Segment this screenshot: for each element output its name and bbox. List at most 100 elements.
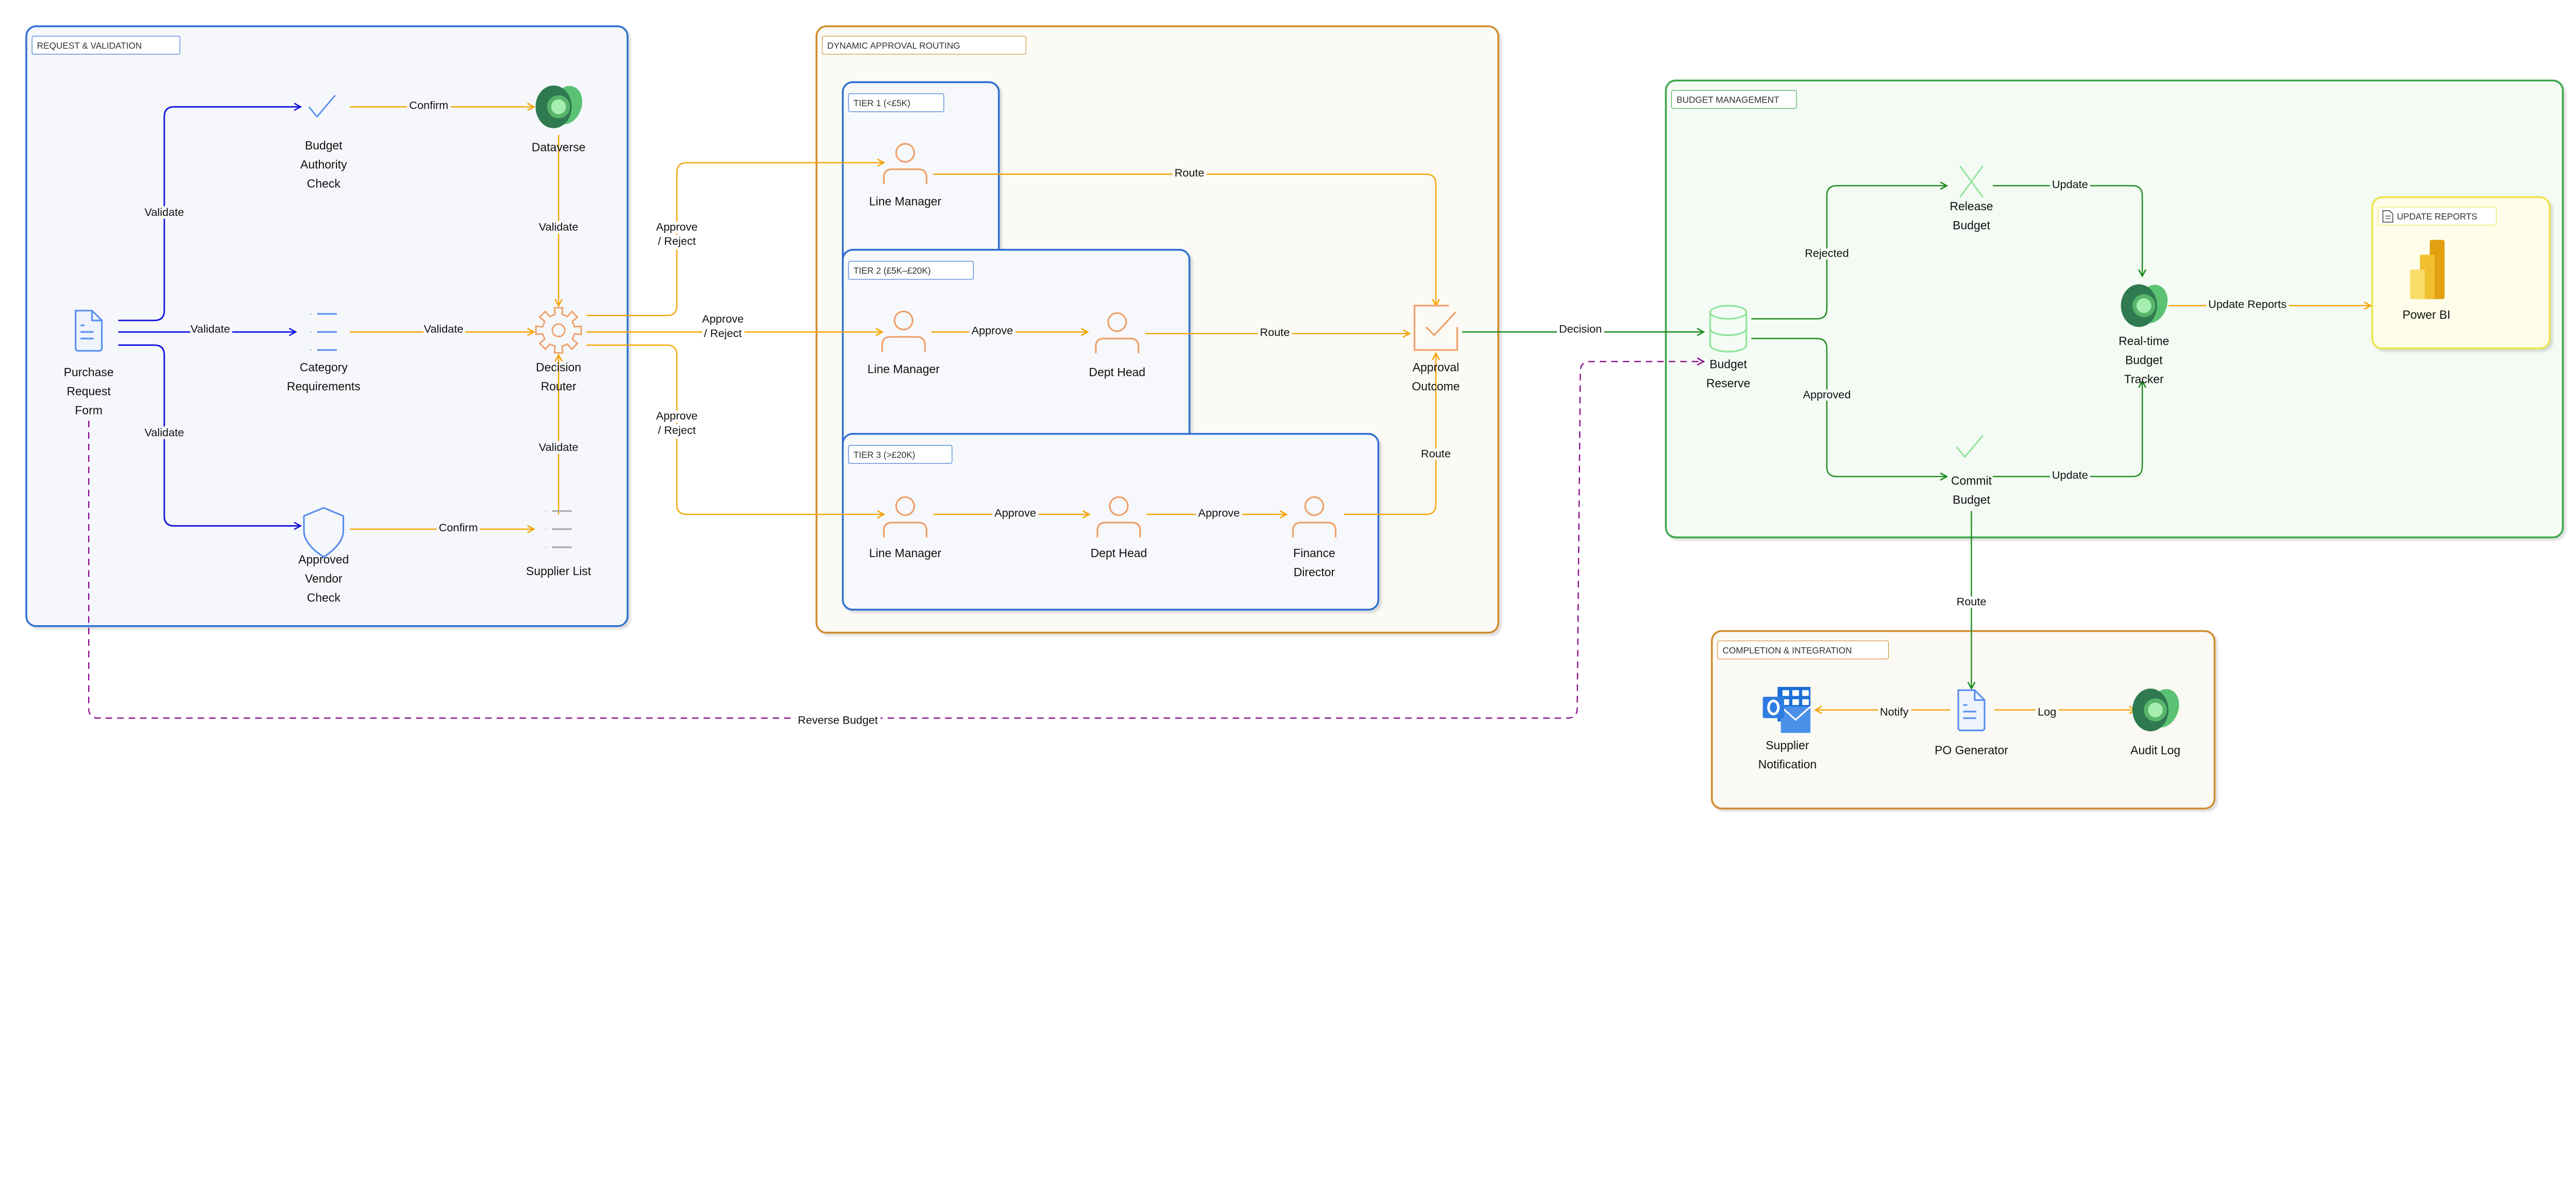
person-icon	[1292, 496, 1337, 538]
arrowhead-icon	[877, 510, 886, 519]
node-label: Reserve	[1706, 376, 1750, 390]
edge-line[interactable]	[1992, 185, 2143, 276]
checkbox-icon	[1413, 305, 1459, 351]
edge-label: Decision	[1556, 320, 1604, 338]
node-label: Line Manager	[869, 546, 942, 560]
edge-label: Route	[1172, 163, 1207, 182]
node-tier2-line-manager[interactable]: Line Manager	[868, 310, 940, 376]
node-tier1-line-manager[interactable]: Line Manager	[869, 143, 942, 208]
edge-category-requirements-to-decision-router[interactable]	[350, 328, 536, 337]
edge-line[interactable]	[1344, 353, 1437, 515]
edge-commit-budget-to-po-generator[interactable]	[1967, 511, 1976, 690]
edge-line[interactable]	[1751, 185, 1947, 320]
node-power-bi[interactable]: Power BI	[2402, 240, 2450, 322]
edge-label-text: Approve	[702, 312, 744, 325]
edge-label-text: / Reject	[658, 234, 696, 247]
edge-line[interactable]	[88, 361, 1704, 719]
node-tier3-line-manager[interactable]: Line Manager	[869, 496, 942, 560]
group-container	[25, 25, 629, 627]
node-dataverse[interactable]: Dataverse	[532, 81, 587, 154]
edge-realtime-budget-tracker-to-power-bi[interactable]	[2168, 301, 2372, 310]
edge-line[interactable]	[118, 344, 301, 527]
arrowhead-icon	[554, 354, 563, 362]
node-label: Commit	[1951, 474, 1992, 488]
edge-purchase-request-form-to-budget-reserve[interactable]	[88, 357, 1705, 719]
document-icon	[2382, 210, 2394, 223]
person-icon	[883, 143, 928, 184]
edge-release-budget-to-realtime-budget-tracker[interactable]	[1992, 185, 2147, 278]
edge-label: Validate	[536, 438, 581, 456]
edge-label-text: Update	[2052, 178, 2088, 191]
edge-decision-router-to-tier1-line-manager[interactable]	[586, 158, 886, 316]
checkmark-icon	[308, 95, 336, 118]
node-label: Check	[307, 591, 341, 605]
dataverse-icon	[2132, 689, 2179, 731]
node-po-generator[interactable]: PO Generator	[1935, 689, 2008, 757]
edge-label: Validate	[421, 320, 466, 338]
arrowhead-icon	[1697, 328, 1705, 337]
node-audit-log[interactable]: Audit Log	[2130, 685, 2184, 757]
group-request-validation: REQUEST & VALIDATION	[25, 25, 629, 627]
node-tier3-dept-head[interactable]: Dept Head	[1091, 496, 1147, 560]
edge-line[interactable]	[586, 344, 884, 515]
edge-label-text: / Reject	[658, 424, 696, 436]
node-tier2-dept-head[interactable]: Dept Head	[1089, 312, 1146, 379]
edge-commit-budget-to-realtime-budget-tracker[interactable]	[1992, 380, 2147, 477]
group-label: BUDGET MANAGEMENT	[1676, 95, 1780, 105]
edge-purchase-request-form-to-budget-authority-check[interactable]	[118, 103, 302, 322]
edge-purchase-request-form-to-approved-vendor-check[interactable]	[118, 344, 302, 530]
arrowhead-icon	[1940, 181, 1948, 190]
node-label: Check	[307, 177, 341, 190]
edge-purchase-request-form-to-category-requirements[interactable]	[118, 328, 297, 337]
edge-supplier-list-to-decision-router[interactable]	[554, 354, 563, 515]
node-label: Router	[541, 380, 577, 393]
edge-line[interactable]	[1751, 338, 1947, 477]
edge-dataverse-to-decision-router[interactable]	[554, 135, 563, 307]
node-label: Notification	[1758, 758, 1817, 771]
edge-label: Approve/ Reject	[653, 407, 701, 440]
person-icon	[883, 496, 928, 538]
edge-tier3-finance-director-to-approval-outcome[interactable]	[1344, 351, 1440, 515]
arrowhead-icon	[1080, 328, 1089, 337]
powerbi-icon	[2410, 240, 2445, 299]
edge-decision-router-to-tier2-line-manager[interactable]	[586, 328, 884, 337]
edge-line[interactable]	[118, 106, 301, 322]
node-label: Budget	[305, 139, 343, 152]
edge-tier2-dept-head-to-approval-outcome[interactable]	[1145, 329, 1411, 338]
edge-line[interactable]	[586, 162, 884, 316]
node-supplier-list[interactable]: Supplier List	[526, 510, 591, 578]
edge-approved-vendor-check-to-supplier-list[interactable]	[350, 525, 536, 533]
node-label: Power BI	[2402, 308, 2450, 322]
edge-budget-authority-check-to-dataverse[interactable]	[350, 103, 536, 111]
edge-tier3-line-manager-to-tier3-dept-head[interactable]	[933, 510, 1091, 519]
edge-budget-reserve-to-commit-budget[interactable]	[1751, 338, 1948, 481]
edge-tier3-dept-head-to-tier3-finance-director[interactable]	[1146, 510, 1288, 519]
edge-label-text: Log	[2038, 705, 2056, 718]
edge-tier2-line-manager-to-tier2-dept-head[interactable]	[931, 328, 1089, 337]
edge-approval-outcome-to-budget-reserve[interactable]	[1462, 328, 1705, 337]
edge-budget-reserve-to-release-budget[interactable]	[1751, 181, 1948, 320]
group-label: COMPLETION & INTEGRATION	[1722, 645, 1852, 656]
edge-label: Confirm	[436, 518, 481, 537]
edge-label: Approved	[1800, 385, 1854, 404]
edge-po-generator-to-supplier-notification[interactable]	[1814, 706, 1951, 714]
edge-line[interactable]	[1992, 381, 2143, 477]
edge-line[interactable]	[933, 173, 1437, 306]
checkmark-icon	[1956, 435, 1984, 458]
node-label: Budget	[1953, 493, 1990, 507]
edge-label-text: Update Reports	[2208, 298, 2286, 311]
edge-decision-router-to-tier3-line-manager[interactable]	[586, 344, 886, 519]
